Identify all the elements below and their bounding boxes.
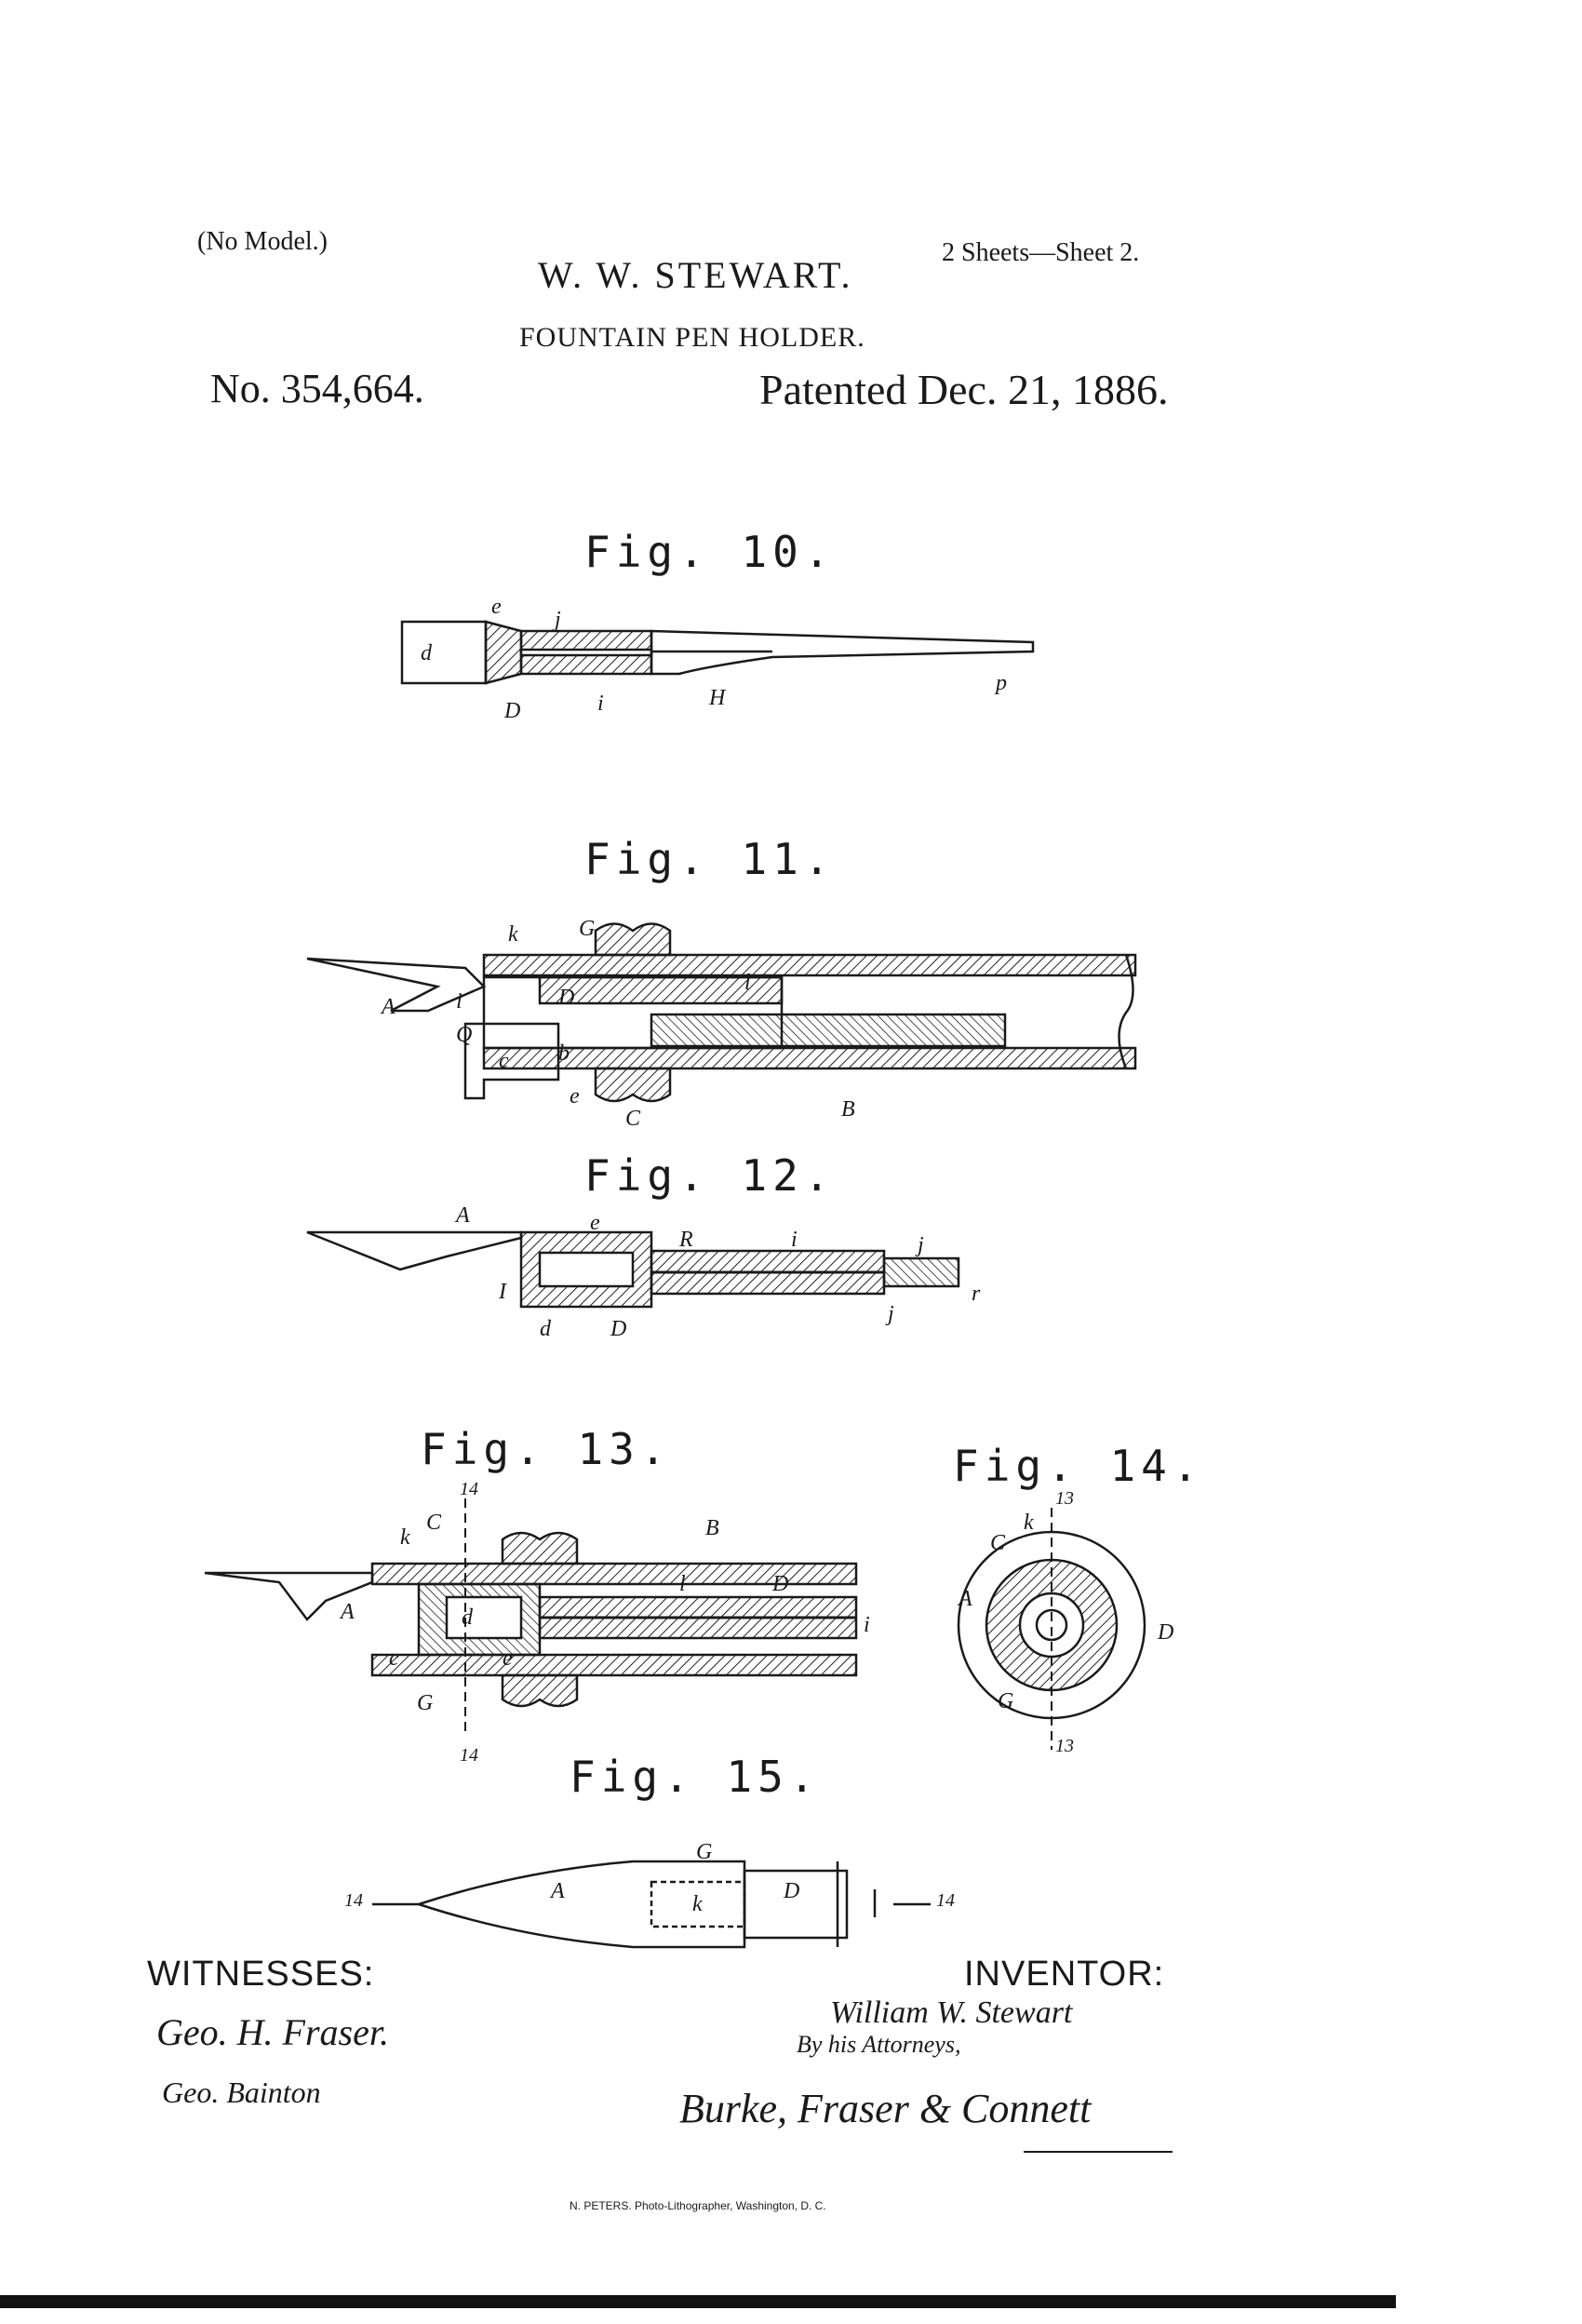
fig10-label: Fig. 10. <box>584 527 836 577</box>
attorneys-signature: Burke, Fraser & Connett <box>679 2086 1092 2131</box>
fig13-drawing <box>204 1498 858 1731</box>
patent-title: FOUNTAIN PEN HOLDER. <box>519 322 865 353</box>
fig15-letter-D: D <box>784 1879 800 1903</box>
fig11-drawing <box>306 922 1137 1103</box>
fig15-letter-A: A <box>551 1879 565 1903</box>
fig11-letter-k: k <box>508 922 518 947</box>
fig15-section-14-right: 14 <box>936 1890 955 1911</box>
fig14-letter-D: D <box>1158 1620 1174 1645</box>
fig12-drawing <box>306 1230 960 1309</box>
fig14-letter-A: A <box>959 1587 972 1611</box>
fig13-letter-G: G <box>417 1691 434 1715</box>
fig11-letter-Q: Q <box>456 1023 473 1047</box>
fig11-letter-G: G <box>579 917 596 941</box>
fig10-letter-i: i <box>597 692 604 716</box>
fig10-letter-D: D <box>504 699 521 723</box>
fig10-drawing <box>400 620 1035 685</box>
fig13-letter-c: c <box>389 1646 399 1671</box>
fig13-letter-i: i <box>864 1613 870 1637</box>
fig12-letter-D: D <box>610 1317 627 1341</box>
fig11-letter-i: i <box>456 989 463 1014</box>
fig12-letter-i: i <box>791 1228 798 1252</box>
fig13-letter-D: D <box>772 1572 789 1596</box>
inventor-signature: William W. Stewart <box>830 1995 1073 2030</box>
inventor-heading: INVENTOR: <box>964 1955 1165 1994</box>
fig13-letter-A: A <box>341 1600 355 1624</box>
fig11-letter-C: C <box>625 1107 641 1131</box>
fig13-section-14-top: 14 <box>460 1479 478 1499</box>
witness-2-signature: Geo. Bainton <box>162 2075 321 2109</box>
fig13-letter-d: d <box>462 1605 473 1630</box>
fig14-letter-G: G <box>998 1689 1014 1713</box>
fig11-letter-B: B <box>841 1097 855 1122</box>
fig13-letter-k: k <box>400 1525 410 1550</box>
fig15-label: Fig. 15. <box>570 1752 821 1802</box>
fig10-letter-e: e <box>491 595 502 619</box>
patent-number: No. 354,664. <box>210 366 424 411</box>
fig15-letter-G: G <box>696 1840 713 1864</box>
fig15-letter-k: k <box>692 1892 703 1916</box>
fig11-letter-l: l <box>744 971 751 995</box>
fig11-letter-c: c <box>499 1049 509 1073</box>
fig11-letter-D: D <box>558 986 575 1010</box>
fig12-letter-j-bottom: j <box>888 1302 894 1326</box>
fig12-letter-R: R <box>679 1228 693 1252</box>
fig14-letter-C: C <box>990 1531 1006 1555</box>
fig12-label: Fig. 12. <box>584 1150 836 1201</box>
fig15-drawing <box>372 1860 931 1949</box>
fig13-letter-C: C <box>426 1511 442 1535</box>
fig10-letter-d: d <box>421 641 432 665</box>
witness-1-signature: Geo. H. Fraser. <box>156 2011 389 2053</box>
fig12-letter-e: e <box>590 1211 600 1235</box>
printer-credit: N. PETERS. Photo-Lithographer, Washingto… <box>570 2199 826 2212</box>
fig14-letter-k: k <box>1024 1511 1034 1535</box>
fig13-label: Fig. 13. <box>421 1424 672 1474</box>
by-attorneys: By his Attorneys, <box>797 2031 961 2058</box>
fig12-letter-A: A <box>456 1203 470 1228</box>
sheet-number: 2 Sheets—Sheet 2. <box>942 238 1140 267</box>
fig14-label: Fig. 14. <box>953 1441 1204 1491</box>
fig10-letter-H: H <box>709 686 726 710</box>
model-note: (No Model.) <box>197 227 328 256</box>
fig12-letter-r: r <box>972 1282 981 1306</box>
fig11-label: Fig. 11. <box>584 834 836 884</box>
fig11-letter-b: b <box>558 1041 570 1066</box>
fig11-letter-A: A <box>382 995 396 1019</box>
patent-date: Patented Dec. 21, 1886. <box>759 366 1169 413</box>
fig10-letter-j: j <box>555 608 561 632</box>
fig12-letter-d: d <box>540 1317 551 1341</box>
fig14-drawing <box>957 1508 1146 1750</box>
fig14-section-13-top: 13 <box>1055 1488 1074 1509</box>
fig13-letter-e: e <box>503 1646 513 1671</box>
inventor-name: W. W. STEWART. <box>538 254 853 296</box>
fig11-letter-e: e <box>570 1084 580 1108</box>
fig13-letter-l: l <box>679 1572 686 1596</box>
fig12-letter-j-top: j <box>918 1233 924 1257</box>
fig12-letter-I: I <box>499 1280 506 1304</box>
witnesses-heading: WITNESSES: <box>147 1955 375 1994</box>
fig13-letter-B: B <box>705 1516 719 1540</box>
fig15-section-14-left: 14 <box>344 1890 363 1911</box>
fig10-letter-p: p <box>996 671 1007 695</box>
fig14-section-13-bottom: 13 <box>1055 1736 1074 1756</box>
fig13-section-14-bottom: 14 <box>460 1745 478 1766</box>
